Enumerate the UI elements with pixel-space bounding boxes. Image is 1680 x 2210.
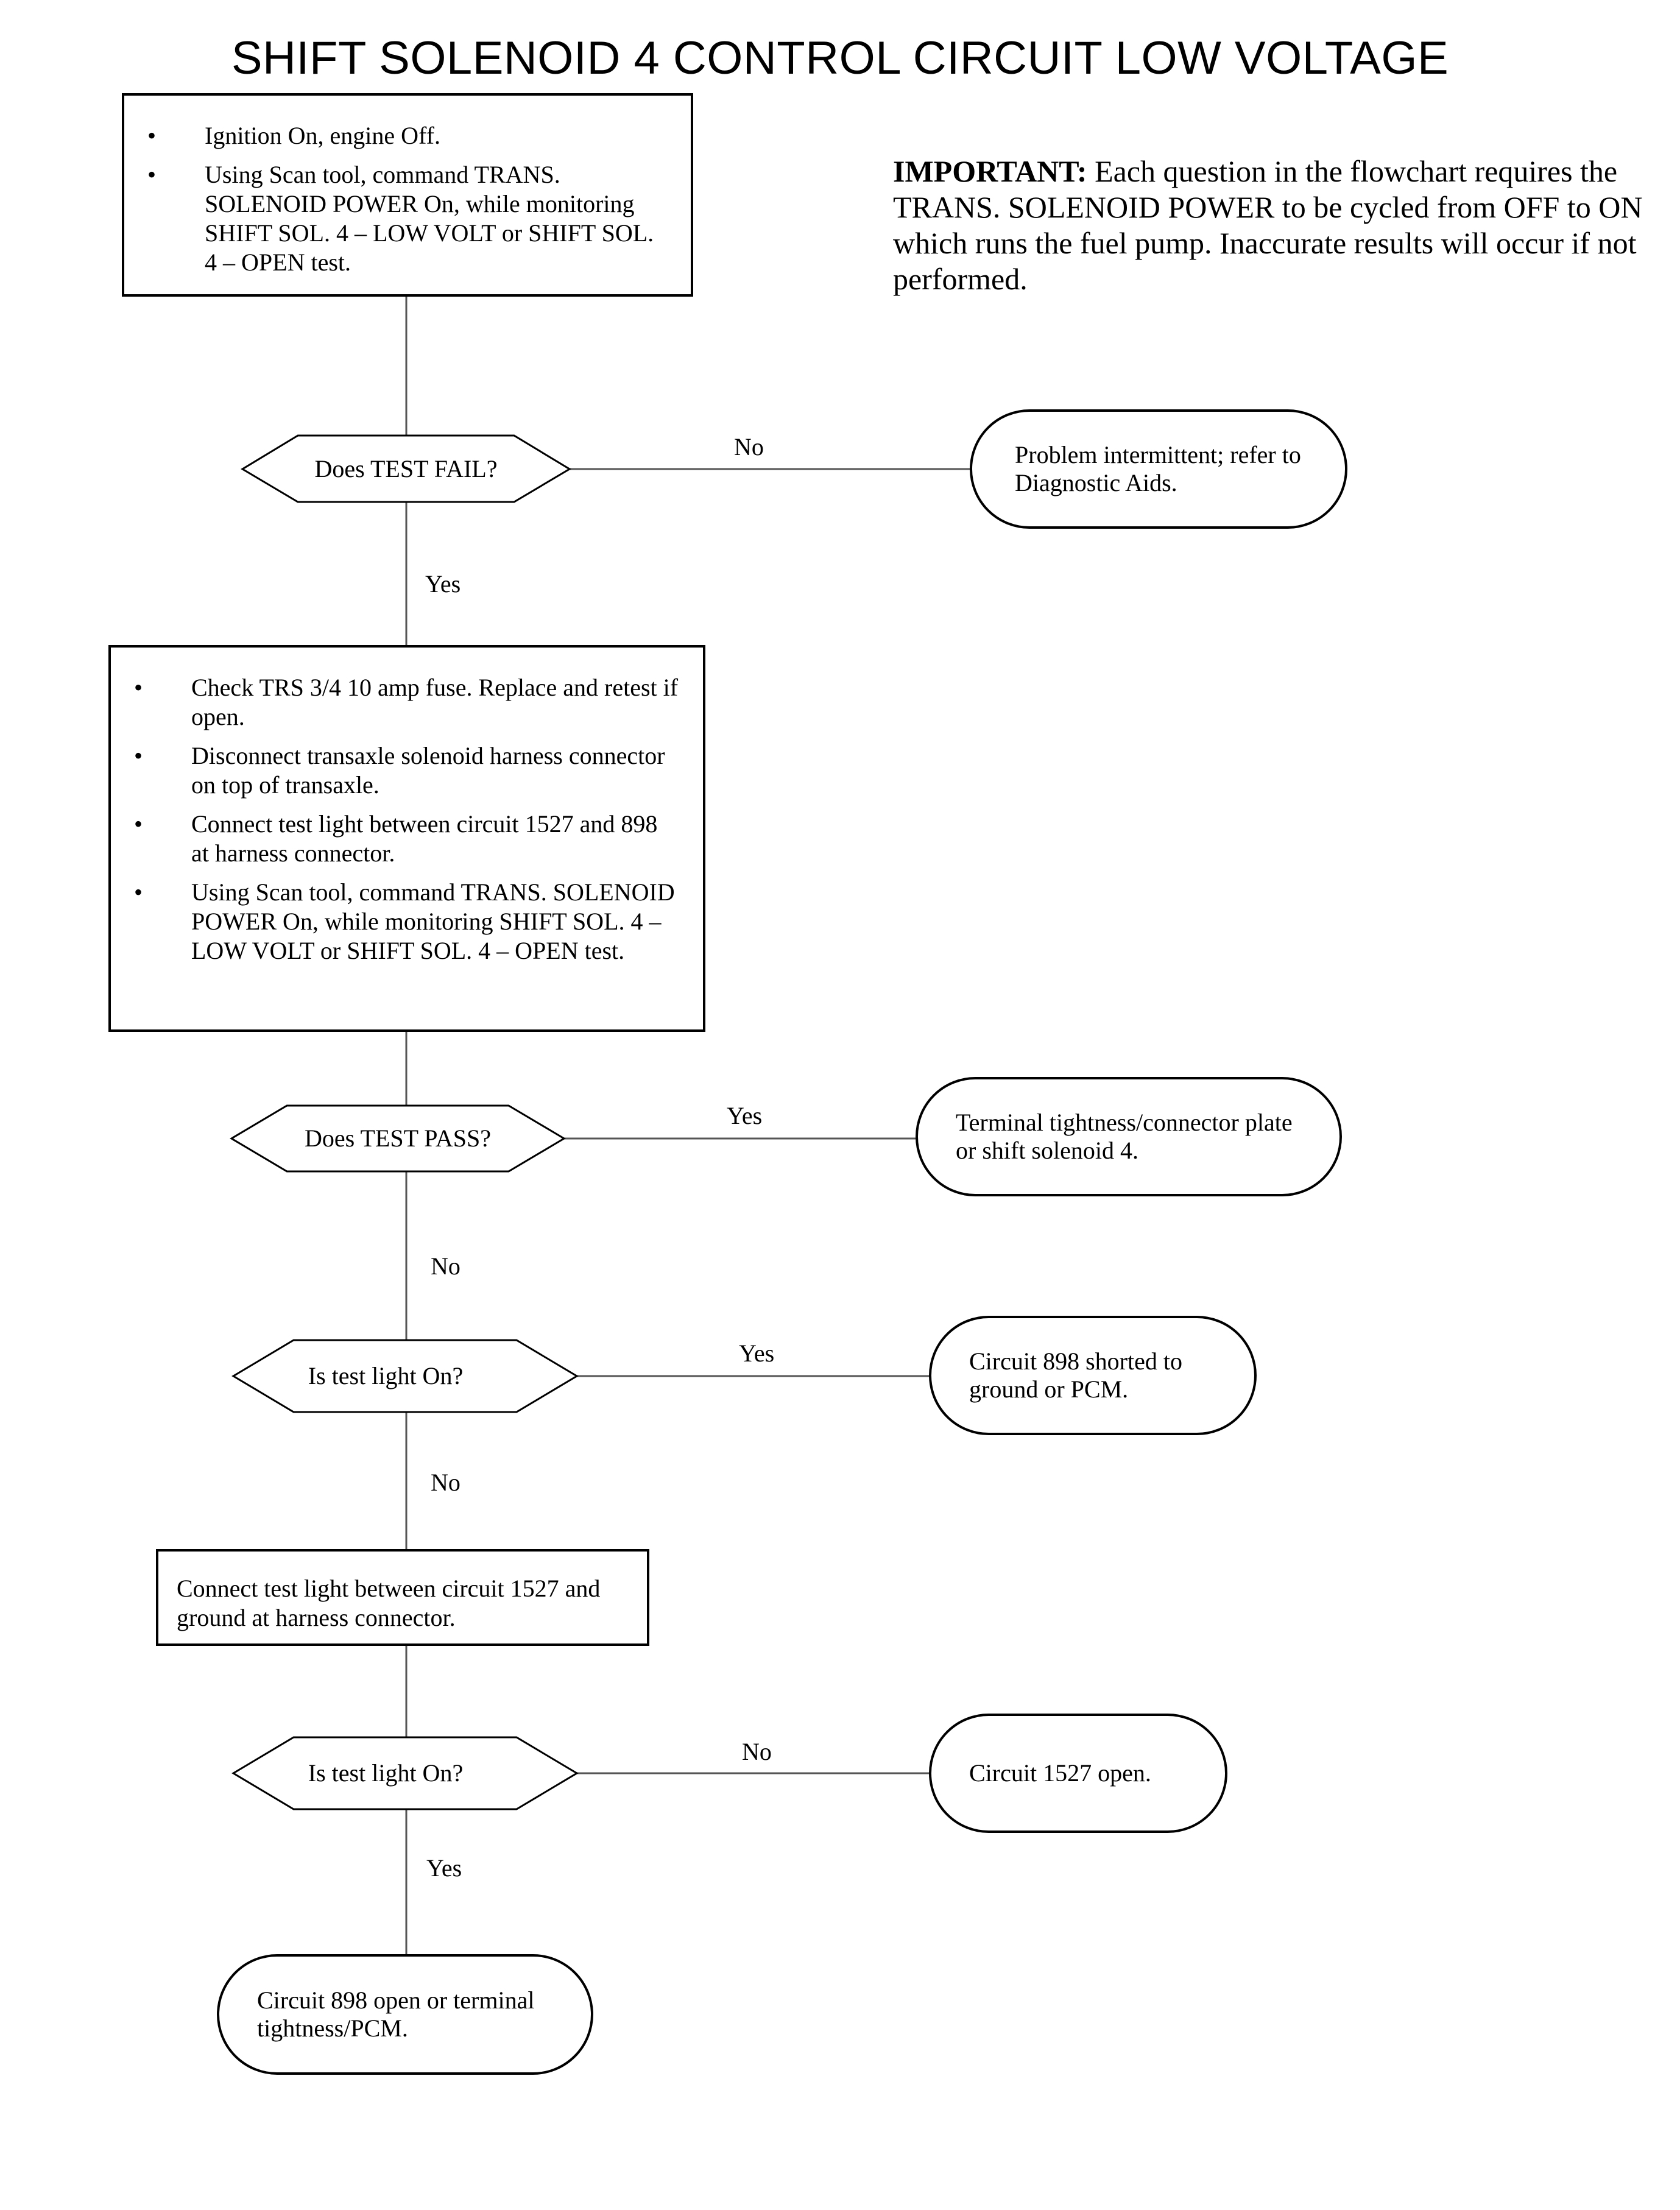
branch-label-yes: Yes — [739, 1340, 775, 1367]
branch-label-no: No — [742, 1738, 772, 1765]
result-r5: Circuit 898 open or terminal tightness/P… — [217, 1954, 593, 2075]
result-r2: Terminal tightness/connector plate or sh… — [916, 1077, 1342, 1196]
step1-box: •Ignition On, engine Off. •Using Scan to… — [122, 93, 693, 297]
decision-diamond-q2 — [230, 1104, 566, 1173]
result-r4: Circuit 1527 open. — [929, 1714, 1227, 1833]
important-note: IMPORTANT: Each question in the flowchar… — [893, 154, 1648, 297]
important-heading: IMPORTANT: — [893, 154, 1087, 188]
step2-box: •Check TRS 3/4 10 amp fuse. Replace and … — [108, 645, 705, 1032]
decision-q3-text: Is test light On? — [308, 1362, 464, 1389]
list-item: •Using Scan tool, command TRANS. SOLENOI… — [134, 878, 675, 964]
branch-label-no: No — [431, 1469, 461, 1496]
branch-label-no: No — [431, 1252, 461, 1280]
bullet-icon: • — [134, 674, 143, 701]
list-item: •Ignition On, engine Off. — [147, 122, 440, 149]
decision-q1-text: Does TEST FAIL? — [314, 455, 498, 482]
list-item: •Using Scan tool, command TRANS. SOLENOI… — [147, 161, 654, 276]
bullet-icon: • — [147, 161, 157, 188]
step3-box: Connect test light between circuit 1527 … — [156, 1549, 649, 1646]
bullet-icon: • — [147, 122, 157, 149]
branch-label-yes: Yes — [425, 570, 461, 598]
page-title: SHIFT SOLENOID 4 CONTROL CIRCUIT LOW VOL… — [231, 32, 1449, 84]
bullet-icon: • — [134, 810, 143, 838]
step3-text: Connect test light between circuit 1527 … — [177, 1575, 601, 1631]
decision-diamond-q1 — [241, 434, 571, 503]
step2-list: •Check TRS 3/4 10 amp fuse. Replace and … — [111, 673, 679, 966]
decision-diamond-q3 — [231, 1339, 579, 1413]
bullet-icon: • — [134, 742, 143, 769]
decision-q2-text: Does TEST PASS? — [304, 1124, 491, 1152]
step1-list: •Ignition On, engine Off. •Using Scan to… — [124, 121, 666, 277]
list-item: •Check TRS 3/4 10 amp fuse. Replace and … — [134, 674, 679, 730]
important-text: Each question in the flowchart requires … — [893, 154, 1643, 296]
result-r1: Problem intermittent; refer to Diagnosti… — [970, 409, 1347, 529]
decision-q4-text: Is test light On? — [308, 1759, 464, 1787]
result-r3: Circuit 898 shorted to ground or PCM. — [929, 1316, 1257, 1435]
list-item: •Connect test light between circuit 1527… — [134, 810, 658, 867]
branch-label-yes: Yes — [426, 1854, 462, 1882]
bullet-icon: • — [134, 878, 143, 906]
branch-label-yes: Yes — [727, 1102, 763, 1129]
branch-label-no: No — [734, 433, 764, 461]
decision-diamond-q4 — [231, 1736, 579, 1810]
list-item: •Disconnect transaxle solenoid harness c… — [134, 742, 665, 799]
